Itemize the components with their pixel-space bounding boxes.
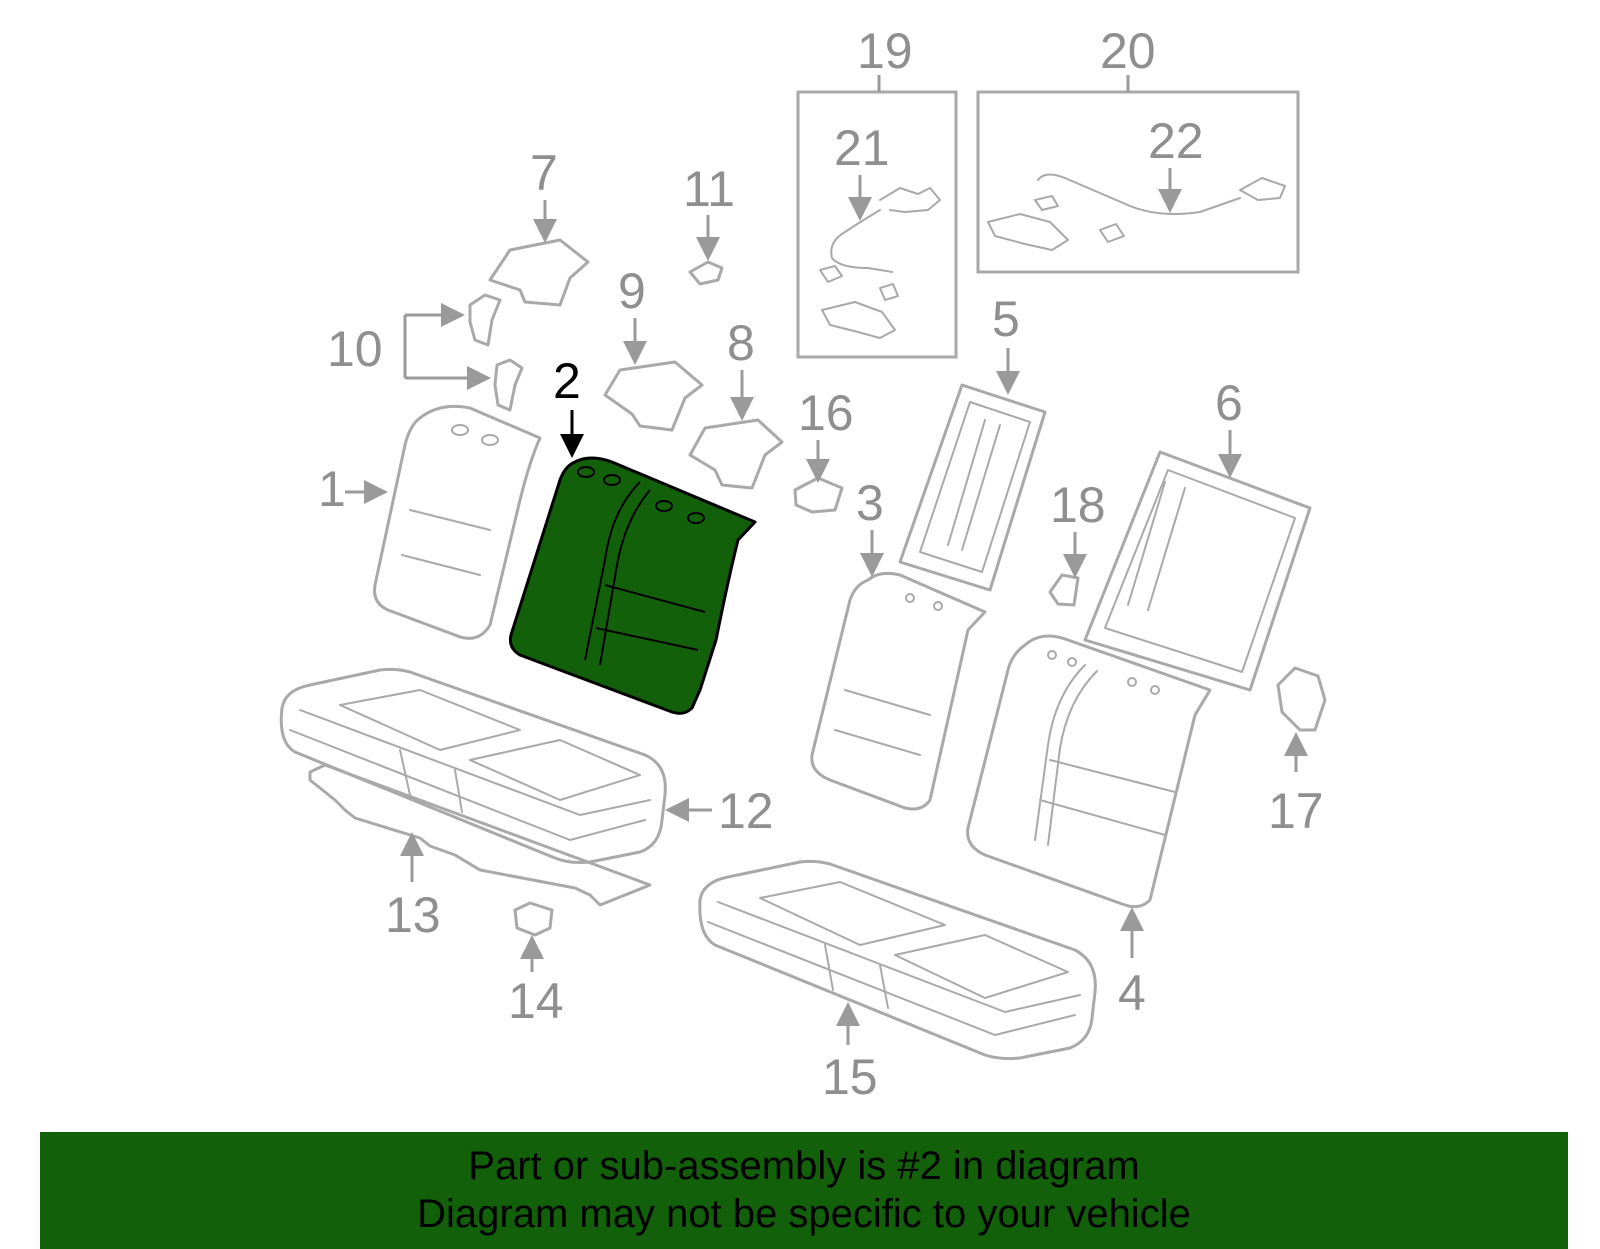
box-20-cable-assembly (976, 90, 1300, 274)
callout-22: 22 (1148, 113, 1204, 169)
callout-15: 15 (822, 1049, 878, 1105)
banner-line-1: Part or sub-assembly is #2 in diagram (468, 1144, 1140, 1188)
part-6-back-panel (1083, 450, 1312, 692)
callout-8: 8 (727, 315, 755, 371)
callout-7: 7 (530, 145, 558, 201)
parts-diagram: 1 2 7 10 11 9 8 16 (279, 23, 1327, 1105)
part-17 (1276, 666, 1327, 732)
callout-6: 6 (1215, 375, 1243, 431)
part-5-back-panel (898, 383, 1047, 592)
callout-13: 13 (385, 887, 441, 943)
part-8 (688, 418, 784, 490)
callout-9: 9 (618, 263, 646, 319)
callout-12: 12 (718, 783, 774, 839)
callout-1: 1 (318, 461, 346, 517)
part-18 (1048, 573, 1080, 607)
callout-2: 2 (553, 353, 581, 409)
part-3-seat-back-center (810, 571, 987, 811)
part-13-frame (308, 763, 652, 907)
part-15-seat-cushion-right (698, 859, 1097, 1061)
callout-21: 21 (834, 120, 890, 176)
callout-5: 5 (992, 291, 1020, 347)
part-7 (488, 238, 590, 307)
callout-17: 17 (1268, 783, 1324, 839)
callout-3: 3 (856, 475, 884, 531)
box-19-cable-assembly (796, 90, 958, 359)
part-12-seat-cushion-left (279, 667, 667, 864)
part-1-seat-back-left (373, 404, 542, 640)
banner-line-2: Diagram may not be specific to your vehi… (417, 1192, 1191, 1236)
info-banner: Part or sub-assembly is #2 in diagram Di… (40, 1132, 1568, 1249)
part-10-clips (468, 293, 524, 412)
part-2-seat-back-highlighted (508, 456, 757, 715)
callout-11: 11 (683, 161, 735, 217)
callout-18: 18 (1050, 477, 1106, 533)
part-4-seat-back-right (966, 634, 1212, 909)
part-16 (793, 476, 844, 514)
part-14 (513, 901, 554, 937)
callout-14: 14 (508, 973, 564, 1029)
callout-16: 16 (798, 385, 854, 441)
callout-19: 19 (857, 23, 913, 79)
callout-10: 10 (327, 321, 383, 377)
part-11 (688, 260, 724, 286)
part-9 (603, 360, 704, 432)
callout-20: 20 (1100, 23, 1156, 79)
callout-4: 4 (1118, 965, 1146, 1021)
